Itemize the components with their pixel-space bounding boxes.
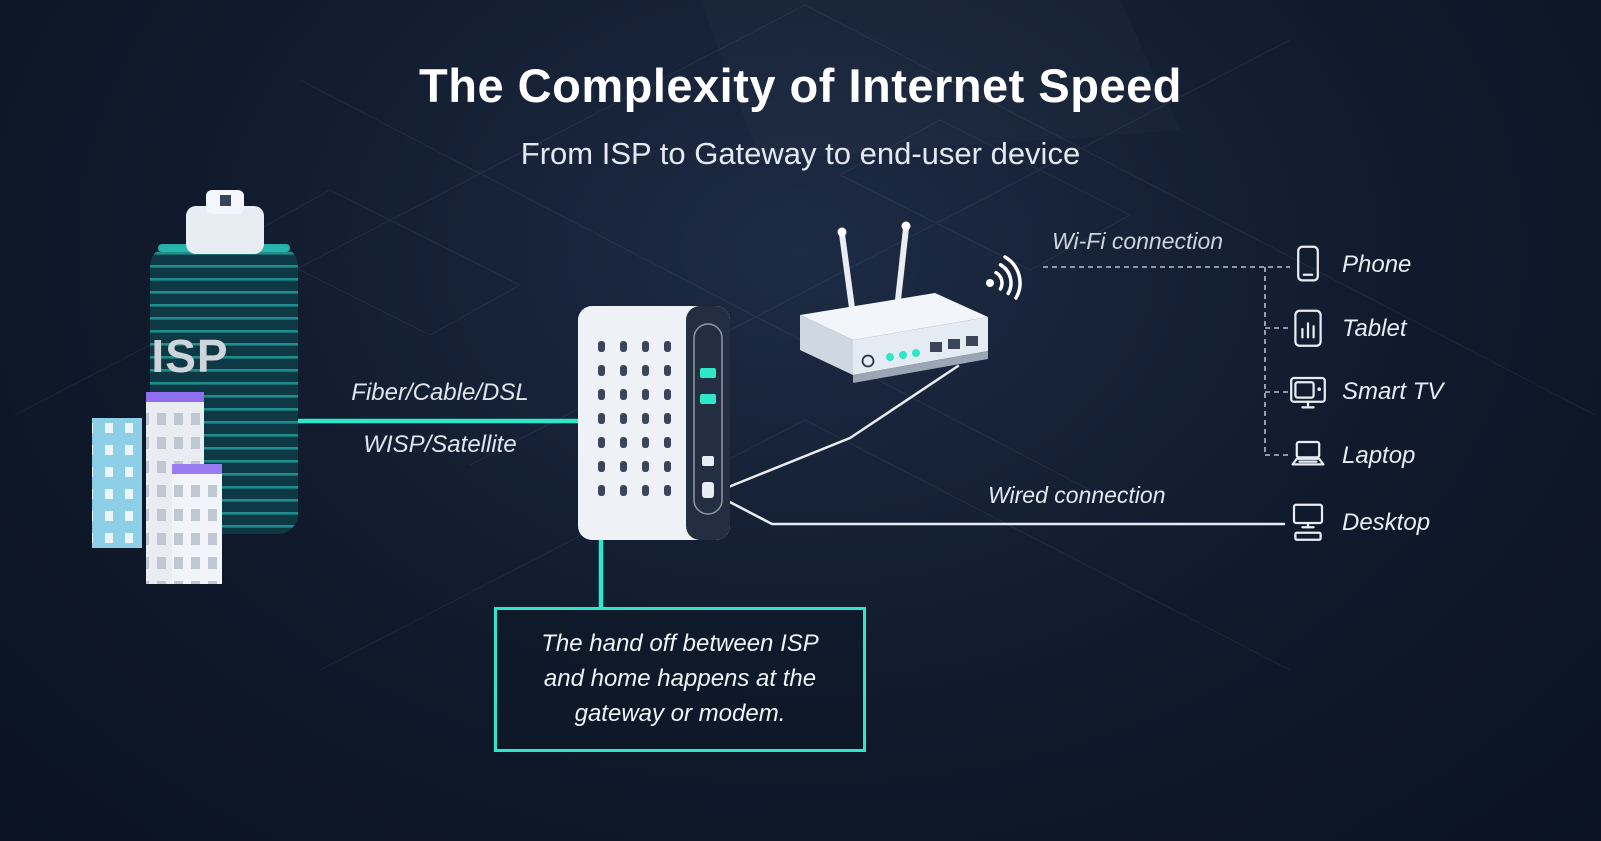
wired-connection-line <box>724 498 1286 526</box>
gateway-modem <box>578 306 730 540</box>
wifi-waves-icon <box>986 255 1022 300</box>
device-label: Laptop <box>1342 442 1416 469</box>
gateway-callout-text: The hand off between ISP and home happen… <box>541 630 819 727</box>
device-row: Tablet <box>1288 305 1407 353</box>
device-label: Smart TV <box>1342 378 1444 405</box>
wifi-router <box>800 221 988 383</box>
device-label: Tablet <box>1342 315 1407 342</box>
tablet-icon <box>1294 309 1322 347</box>
smart-tv-icon <box>1290 376 1326 409</box>
gateway-to-router-line <box>724 364 960 490</box>
device-label: Phone <box>1342 251 1412 278</box>
page-title: The Complexity of Internet Speed <box>419 59 1182 112</box>
device-row: Laptop <box>1288 432 1415 480</box>
wired-connection-label: Wired connection <box>988 482 1166 508</box>
isp-link-label-2: WISP/Satellite <box>363 431 517 458</box>
phone-icon <box>1297 245 1319 282</box>
gateway-callout: The hand off between ISP and home happen… <box>494 607 866 752</box>
wifi-connection-label: Wi-Fi connection <box>1052 228 1224 254</box>
city-buildings <box>92 392 222 584</box>
laptop-icon <box>1291 440 1325 466</box>
isp-building: ISP <box>92 190 298 584</box>
device-row: Smart TV <box>1288 368 1443 416</box>
isp-link-label-1: Fiber/Cable/DSL <box>351 379 529 406</box>
isp-label: ISP <box>151 330 228 382</box>
page-subtitle: From ISP to Gateway to end-user device <box>520 136 1081 171</box>
desktop-icon <box>1292 503 1324 541</box>
wifi-dashed-lines <box>1043 266 1290 456</box>
device-label: Desktop <box>1342 509 1431 536</box>
device-row: Phone <box>1288 241 1411 289</box>
background-floorplan <box>14 4 1596 671</box>
device-row: Desktop <box>1288 499 1430 547</box>
